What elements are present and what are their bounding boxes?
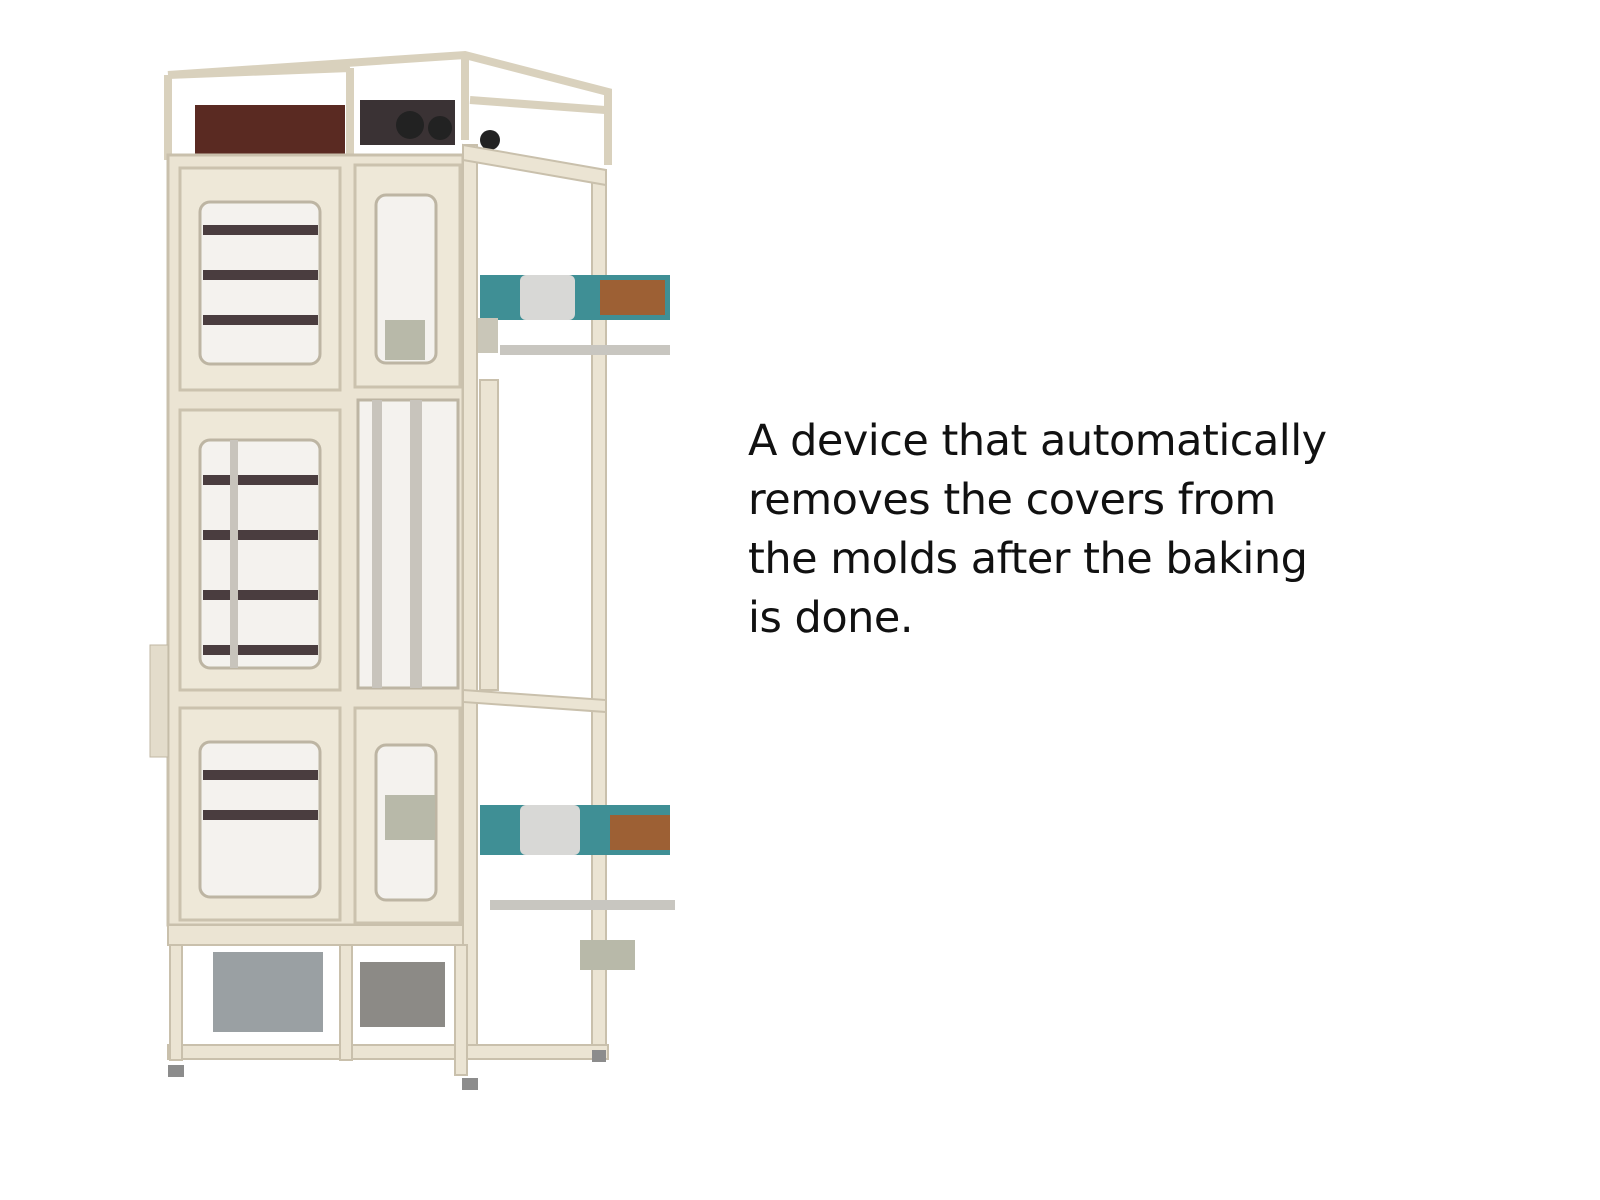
- drive-mechanism: [195, 100, 500, 155]
- upper-conveyor: [478, 275, 670, 355]
- cover-removal-machine-image: [149, 50, 675, 1090]
- interior-racks: [203, 225, 435, 840]
- lower-conveyor: [480, 805, 675, 970]
- caption-line-3: the molds after the baking: [748, 534, 1308, 584]
- side-frame: [462, 143, 607, 1051]
- caption-line-2: removes the covers from: [748, 475, 1276, 525]
- product-description: A device that automatically removes the …: [748, 412, 1448, 648]
- top-frame: [164, 50, 612, 165]
- caption-line-1: A device that automatically: [748, 416, 1327, 466]
- leveling-feet: [168, 1050, 606, 1090]
- side-control-box: [149, 644, 169, 758]
- base-equipment: [213, 952, 445, 1032]
- base-frame: [167, 924, 609, 1076]
- caption-line-4: is done.: [748, 593, 914, 643]
